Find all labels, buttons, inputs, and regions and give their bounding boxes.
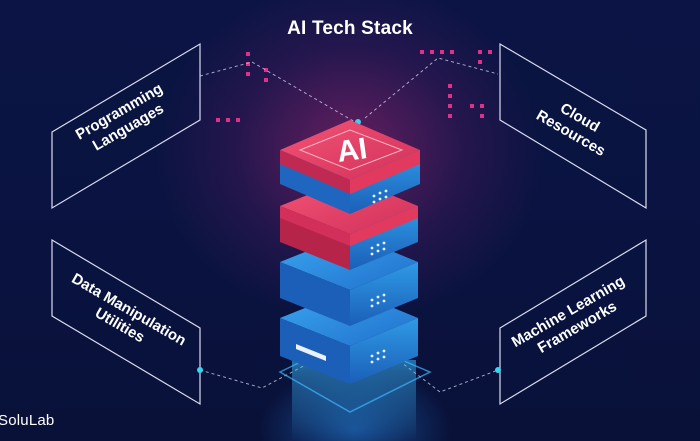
connector-dot-right-panel [495, 367, 501, 373]
panel-programming-languages [51, 42, 201, 210]
diagram-title: AI Tech Stack [287, 18, 413, 39]
server-layer-1 [280, 120, 420, 214]
panel-cloud-resources [499, 42, 647, 210]
connector-cloud-resources [364, 57, 499, 119]
server-ai-label: AI [335, 132, 369, 169]
brand-logo-text: SoluLab [0, 412, 55, 429]
panel-ml-frameworks [499, 238, 647, 406]
decorative-dots [216, 50, 492, 122]
connector-programming-languages [199, 61, 356, 123]
panel-data-manipulation [51, 238, 201, 406]
server-stack [280, 120, 420, 384]
connector-ml-frameworks [384, 349, 499, 393]
connector-dot-left-panel [197, 367, 203, 373]
